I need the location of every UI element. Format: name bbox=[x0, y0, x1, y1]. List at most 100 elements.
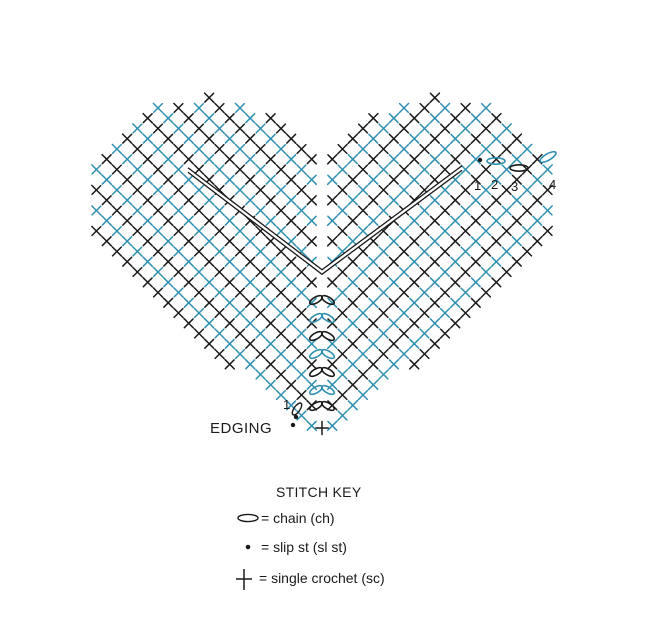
single-crochet-stitch bbox=[388, 112, 400, 124]
single-crochet-stitch bbox=[408, 338, 420, 350]
single-crochet-stitch bbox=[408, 235, 420, 247]
single-crochet-stitch bbox=[531, 174, 543, 186]
single-crochet-stitch bbox=[337, 328, 348, 339]
single-crochet-stitch bbox=[91, 225, 102, 237]
single-crochet-stitch bbox=[275, 164, 287, 175]
single-crochet-stitch bbox=[408, 215, 420, 227]
single-crochet-stitch bbox=[439, 184, 451, 196]
single-crochet-stitch bbox=[531, 215, 543, 227]
single-crochet-stitch bbox=[142, 153, 154, 165]
row-number-2: 2 bbox=[491, 177, 498, 192]
single-crochet-stitch bbox=[398, 102, 410, 114]
single-crochet-stitch bbox=[378, 369, 389, 380]
single-crochet-stitch bbox=[234, 225, 246, 237]
single-crochet-stitch bbox=[439, 102, 451, 114]
single-crochet-stitch bbox=[296, 225, 307, 237]
single-crochet-stitch bbox=[337, 287, 348, 298]
single-crochet-stitch bbox=[501, 266, 512, 278]
single-crochet-stitch bbox=[244, 133, 256, 145]
single-crochet-stitch bbox=[326, 297, 338, 309]
single-crochet-stitch bbox=[132, 143, 143, 155]
single-crochet-stitch bbox=[101, 174, 113, 186]
single-crochet-stitch bbox=[152, 266, 164, 278]
single-crochet-stitch bbox=[408, 133, 420, 145]
single-crochet-stitch bbox=[244, 256, 256, 268]
single-crochet-stitch bbox=[501, 246, 512, 257]
single-crochet-stitch bbox=[347, 276, 359, 288]
single-crochet-stitch bbox=[408, 256, 420, 268]
edging-label: EDGING bbox=[210, 420, 272, 437]
single-crochet-stitch bbox=[265, 338, 277, 350]
single-crochet-stitch bbox=[449, 235, 461, 247]
single-crochet-stitch bbox=[470, 194, 482, 206]
row-start-chain bbox=[539, 150, 557, 164]
single-crochet-stitch bbox=[255, 184, 266, 196]
single-crochet-stitch bbox=[480, 102, 492, 114]
single-crochet-stitch bbox=[501, 123, 512, 134]
single-crochet-stitch bbox=[255, 164, 266, 175]
single-crochet-stitch bbox=[265, 174, 277, 186]
single-crochet-stitch bbox=[111, 225, 123, 237]
single-crochet-stitch bbox=[193, 287, 205, 298]
single-crochet-stitch bbox=[275, 123, 287, 134]
single-crochet-stitch bbox=[285, 256, 297, 268]
single-crochet-stitch bbox=[173, 225, 184, 237]
single-crochet-stitch bbox=[183, 235, 195, 247]
single-crochet-stitch bbox=[480, 164, 492, 175]
single-crochet-stitch bbox=[91, 184, 102, 196]
single-crochet-stitch bbox=[419, 328, 430, 339]
single-crochet-stitch bbox=[132, 164, 143, 175]
single-crochet-stitch bbox=[234, 102, 246, 114]
single-crochet-stitch bbox=[162, 215, 174, 227]
single-crochet-stitch bbox=[398, 287, 410, 298]
single-crochet-stitch bbox=[521, 184, 533, 196]
center-column bbox=[308, 294, 336, 412]
single-crochet-stitch bbox=[398, 123, 410, 134]
single-crochet-stitch bbox=[439, 328, 451, 339]
single-crochet-stitch bbox=[531, 194, 543, 206]
single-crochet-stitch bbox=[378, 205, 389, 216]
single-crochet-stitch bbox=[203, 317, 215, 329]
single-crochet-stitch bbox=[419, 143, 430, 155]
row-start-chain bbox=[509, 164, 529, 173]
single-crochet-stitch bbox=[214, 102, 225, 114]
single-crochet-stitch bbox=[152, 287, 164, 298]
single-crochet-stitch bbox=[357, 123, 369, 134]
single-crochet-stitch bbox=[367, 317, 379, 329]
single-crochet-stitch bbox=[357, 307, 369, 319]
single-crochet-stitch bbox=[234, 307, 246, 319]
single-crochet-stitch bbox=[121, 215, 133, 227]
single-crochet-stitch bbox=[162, 235, 174, 247]
single-crochet-stitch bbox=[337, 225, 348, 237]
single-crochet-stitch bbox=[111, 184, 123, 196]
single-crochet-stitch bbox=[275, 266, 287, 278]
single-crochet-stitch bbox=[203, 338, 215, 350]
single-crochet-stitch bbox=[132, 123, 143, 134]
single-crochet-stitch bbox=[460, 184, 471, 196]
single-crochet-stitch bbox=[265, 153, 277, 165]
single-crochet-stitch bbox=[378, 348, 389, 360]
single-crochet-stitch bbox=[296, 328, 307, 339]
single-crochet-stitch bbox=[378, 123, 389, 134]
single-crochet-stitch bbox=[480, 143, 492, 155]
single-crochet-stitch bbox=[234, 348, 246, 360]
single-crochet-stitch bbox=[132, 225, 143, 237]
single-crochet-stitch bbox=[388, 338, 400, 350]
single-crochet-stitch bbox=[152, 164, 164, 175]
single-crochet-stitch bbox=[224, 358, 236, 370]
single-crochet-stitch bbox=[306, 153, 318, 165]
single-crochet-stitch bbox=[152, 246, 164, 257]
single-crochet-stitch bbox=[367, 256, 379, 268]
single-crochet-stitch bbox=[449, 133, 461, 145]
single-crochet-stitch bbox=[357, 369, 369, 380]
single-crochet-stitch bbox=[460, 143, 471, 155]
single-crochet-stitch bbox=[408, 358, 420, 370]
single-crochet-stitch bbox=[214, 246, 225, 257]
chain-line bbox=[187, 165, 463, 271]
single-crochet-stitch bbox=[521, 143, 533, 155]
single-crochet-stitch bbox=[419, 246, 430, 257]
single-crochet-stitch bbox=[173, 266, 184, 278]
single-crochet-stitch bbox=[521, 205, 533, 216]
single-crochet-stitch bbox=[388, 174, 400, 186]
single-crochet-stitch bbox=[255, 369, 266, 380]
